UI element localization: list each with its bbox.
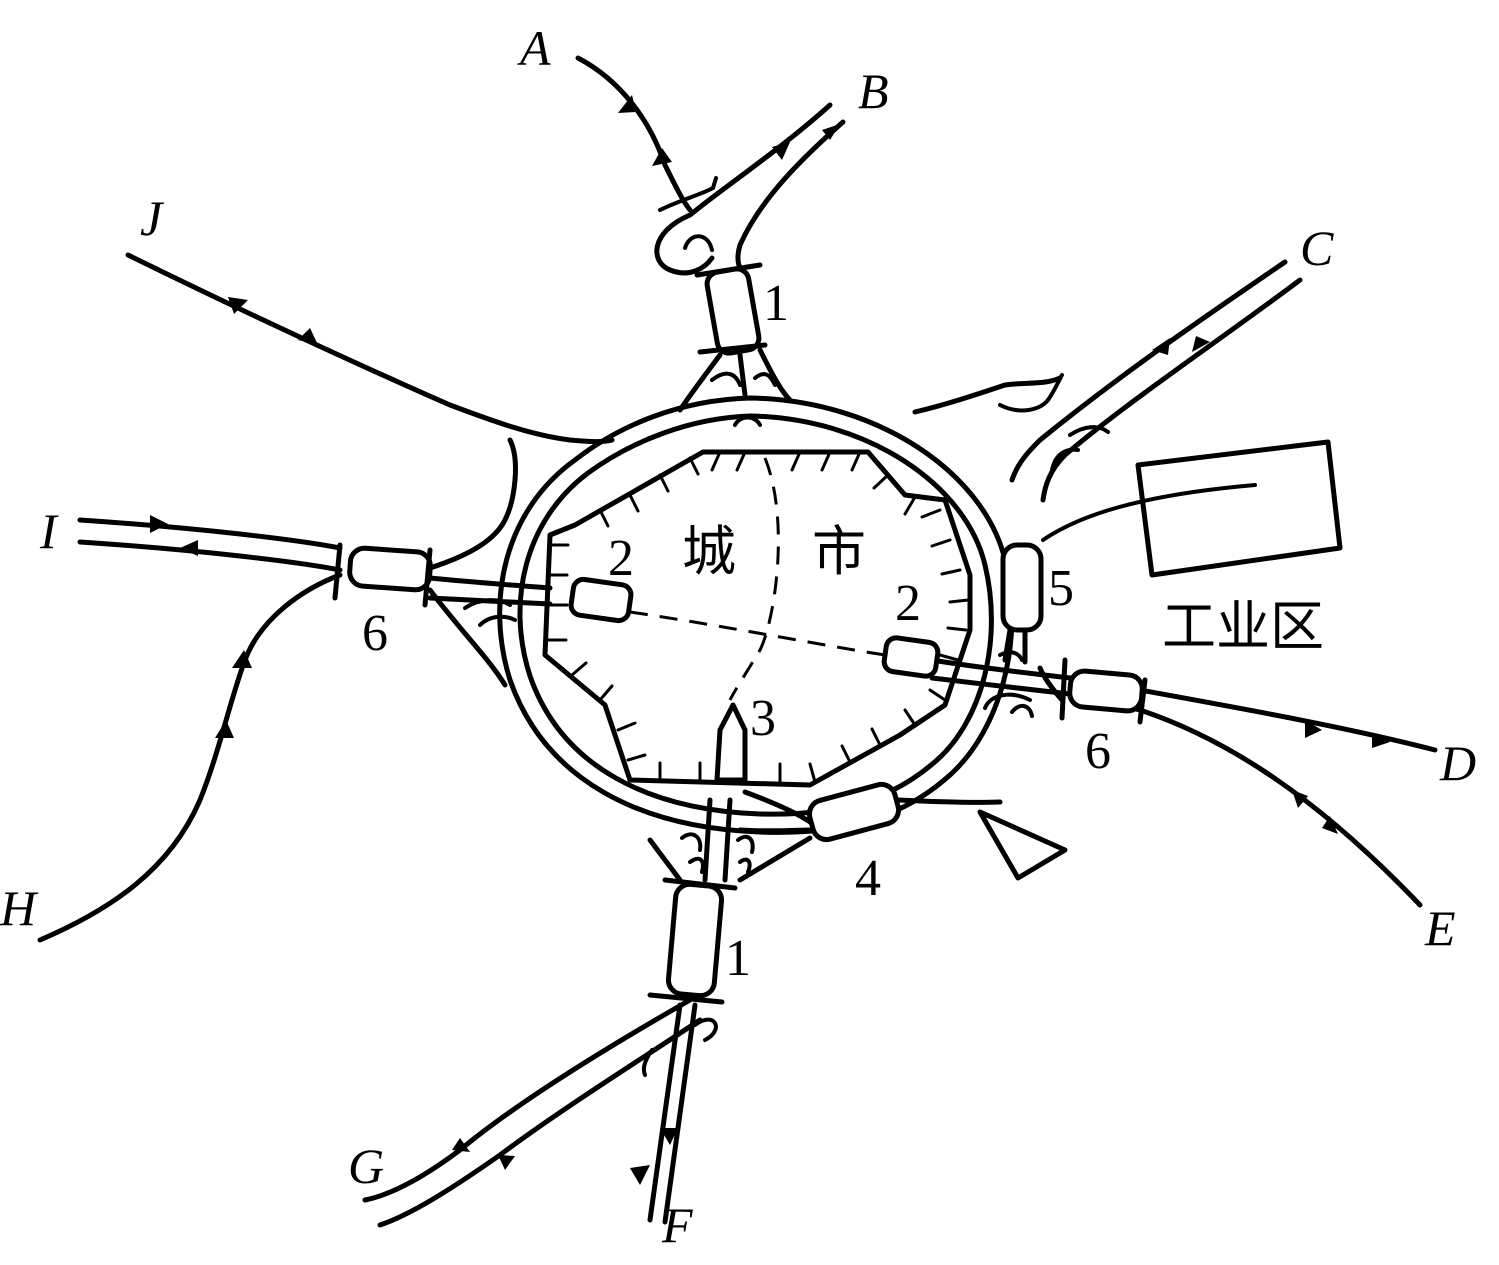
north-station-1 — [677, 262, 793, 427]
city-boundary — [542, 449, 973, 788]
city-label-char-1: 城 — [682, 520, 736, 583]
west-station-6 — [332, 542, 634, 624]
labels: A B C D E F G H I J 1 1 2 2 3 4 5 6 6 城 … — [0, 20, 1476, 1253]
line-label-b: B — [858, 63, 889, 119]
line-label-i: I — [39, 503, 59, 559]
station-5 — [998, 483, 1257, 665]
south-station-1 — [647, 797, 813, 1005]
line-a-b — [575, 55, 846, 278]
station-label-3: 3 — [750, 690, 776, 747]
station-label-south-1: 1 — [725, 930, 751, 987]
line-j — [125, 252, 615, 571]
line-label-e: E — [1424, 900, 1456, 956]
industrial-zone-label: 工业区 — [1162, 595, 1324, 658]
line-label-g: G — [348, 1138, 384, 1194]
line-label-f: F — [661, 1197, 693, 1253]
line-label-c: C — [1300, 220, 1334, 276]
station-label-4: 4 — [855, 850, 881, 907]
station-label-city-east-2: 2 — [895, 575, 921, 632]
line-label-a: A — [517, 20, 551, 76]
line-h-i — [37, 515, 553, 943]
east-station-6 — [881, 635, 1148, 725]
station-3 — [714, 702, 748, 783]
station-label-north-1: 1 — [763, 275, 789, 332]
station-label-east-6: 6 — [1085, 723, 1111, 780]
station-label-city-west-2: 2 — [608, 530, 634, 587]
dashed-city-links — [629, 457, 886, 701]
line-label-h: H — [0, 880, 39, 936]
line-label-j: J — [140, 190, 165, 246]
line-d-e — [929, 657, 1438, 908]
line-label-d: D — [1439, 735, 1476, 791]
station-label-west-6: 6 — [362, 605, 388, 662]
station-4 — [737, 781, 1068, 881]
line-c — [912, 259, 1303, 503]
industrial-zone — [1135, 439, 1343, 578]
station-label-5: 5 — [1048, 560, 1074, 617]
city-label-char-2: 市 — [812, 520, 866, 583]
line-f-g — [362, 997, 718, 1228]
